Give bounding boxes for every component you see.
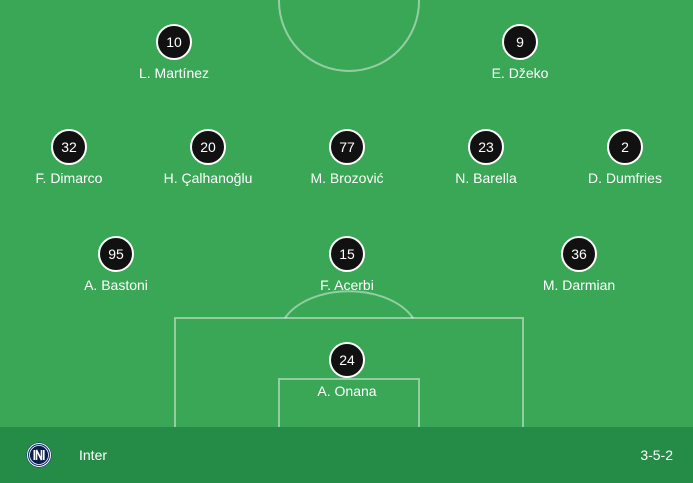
player-name: F. Dimarco xyxy=(35,170,103,186)
player-name: L. Martínez xyxy=(138,65,210,81)
player-number-badge[interactable]: 9 xyxy=(502,24,538,60)
goal-area xyxy=(278,378,420,427)
player-name: N. Barella xyxy=(455,170,517,186)
player-number-badge[interactable]: 24 xyxy=(329,342,365,378)
penalty-box xyxy=(174,317,524,427)
player-name: H. Çalhanoğlu xyxy=(163,170,253,186)
player-number-badge[interactable]: 15 xyxy=(329,236,365,272)
player-name: M. Brozović xyxy=(310,170,384,186)
player-number-badge[interactable]: 23 xyxy=(468,129,504,165)
player-name: M. Darmian xyxy=(542,277,616,293)
team-footer: Inter 3-5-2 xyxy=(0,427,693,483)
player-name: F. Acerbi xyxy=(320,277,374,293)
player-name: E. Džeko xyxy=(491,65,549,81)
player-name: A. Bastoni xyxy=(84,277,148,293)
football-pitch: 10 L. Martínez 9 E. Džeko 32 F. Dimarco … xyxy=(35,0,662,427)
player-name: A. Onana xyxy=(317,383,377,399)
inter-crest-icon xyxy=(26,442,52,468)
player-number-badge[interactable]: 20 xyxy=(190,129,226,165)
player-number-badge[interactable]: 95 xyxy=(98,236,134,272)
team-name: Inter xyxy=(79,447,108,463)
formation-label: 3-5-2 xyxy=(640,447,673,463)
player-number-badge[interactable]: 2 xyxy=(607,129,643,165)
center-circle xyxy=(278,0,420,72)
player-number-badge[interactable]: 10 xyxy=(156,24,192,60)
pitch-markings xyxy=(174,0,524,427)
player-name: D. Dumfries xyxy=(588,170,662,186)
player-number-badge[interactable]: 32 xyxy=(51,129,87,165)
player-number-badge[interactable]: 36 xyxy=(561,236,597,272)
player-number-badge[interactable]: 77 xyxy=(329,129,365,165)
penalty-arc xyxy=(284,290,414,319)
